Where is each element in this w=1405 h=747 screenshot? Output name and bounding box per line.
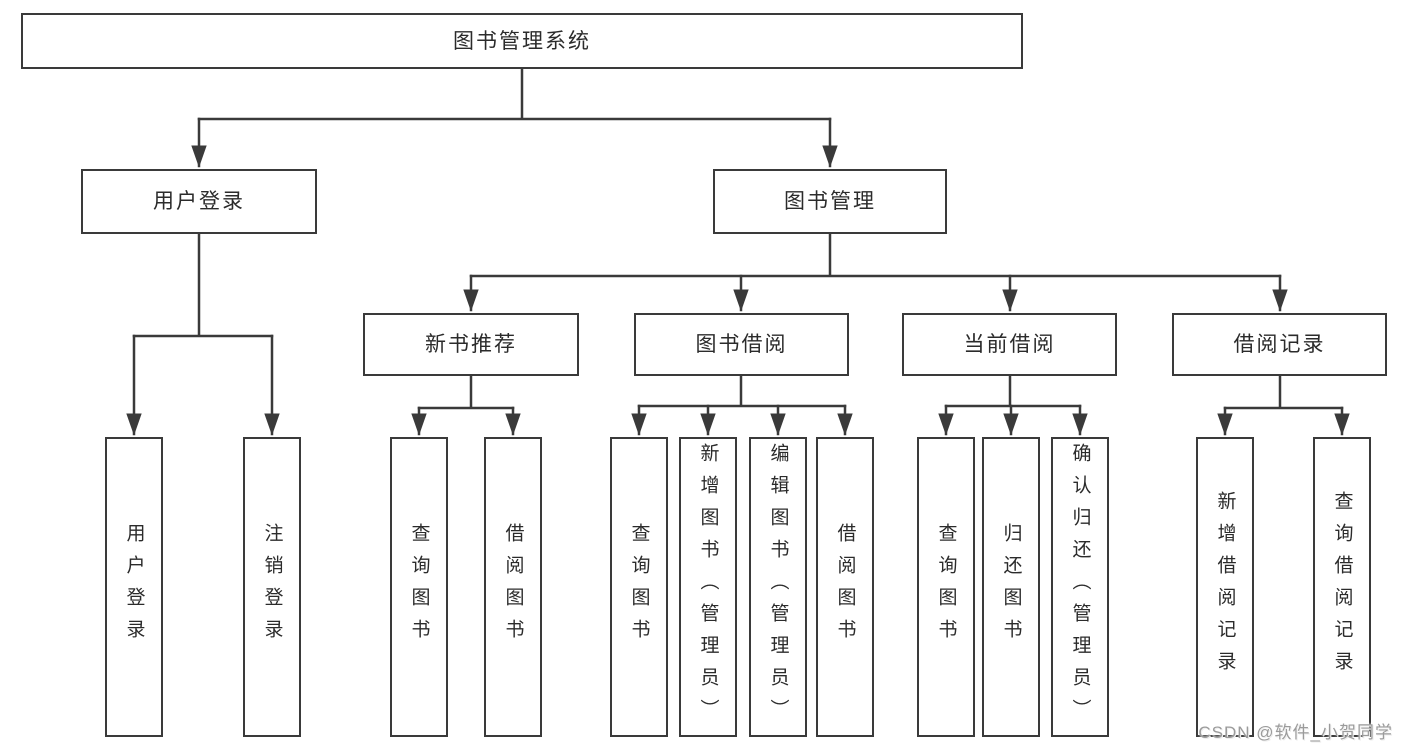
leaf-edit-books-admin-label: 编辑图书（管理员） (767, 443, 789, 731)
connector-new-books (417, 374, 515, 410)
watermark: CSDN @软件_小贺同学 (1198, 723, 1393, 742)
leaf-query-books-borrow: 查询图书 (610, 437, 668, 737)
leaf-add-borrow-record: 新增借阅记录 (1196, 437, 1254, 737)
leaf-query-borrow-record: 查询借阅记录 (1313, 437, 1371, 737)
leaf-query-books-newbooks-label: 查询图书 (408, 523, 430, 651)
node-current-borrow: 当前借阅 (902, 313, 1117, 376)
node-book-mgmt-label: 图书管理 (784, 190, 876, 213)
node-book-borrow-label: 图书借阅 (695, 333, 788, 356)
leaf-add-borrow-record-label: 新增借阅记录 (1214, 491, 1236, 683)
node-book-borrow: 图书借阅 (634, 313, 849, 376)
connector-book-borrow (637, 374, 847, 408)
leaf-borrow-books-borrow-label: 借阅图书 (834, 523, 856, 651)
leaf-query-books-current-label: 查询图书 (935, 523, 957, 651)
leaf-confirm-return-admin: 确认归还（管理员） (1051, 437, 1109, 737)
leaf-user-login-label: 用户登录 (123, 523, 145, 651)
leaf-return-books-label: 归还图书 (1000, 523, 1022, 651)
leaf-borrow-books-newbooks: 借阅图书 (484, 437, 542, 737)
leaf-query-books-newbooks: 查询图书 (390, 437, 448, 737)
leaf-user-login: 用户登录 (105, 437, 163, 737)
node-new-books: 新书推荐 (363, 313, 579, 376)
node-user-login-label: 用户登录 (153, 190, 245, 213)
node-current-borrow-label: 当前借阅 (963, 333, 1056, 356)
leaf-borrow-books-newbooks-label: 借阅图书 (502, 523, 524, 651)
leaf-add-books-admin: 新增图书（管理员） (679, 437, 737, 737)
node-user-login: 用户登录 (81, 169, 317, 234)
connector-root (197, 67, 832, 121)
node-root-label: 图书管理系统 (453, 29, 591, 53)
leaf-confirm-return-admin-label: 确认归还（管理员） (1069, 443, 1091, 731)
node-root: 图书管理系统 (21, 13, 1023, 69)
leaf-logout: 注销登录 (243, 437, 301, 737)
leaf-return-books: 归还图书 (982, 437, 1040, 737)
node-new-books-label: 新书推荐 (425, 333, 517, 356)
node-borrow-records: 借阅记录 (1172, 313, 1387, 376)
leaf-query-borrow-record-label: 查询借阅记录 (1331, 491, 1353, 683)
connector-borrow-records (1223, 374, 1344, 410)
connector-user-login (132, 232, 274, 338)
leaf-add-books-admin-label: 新增图书（管理员） (697, 443, 719, 731)
leaf-query-books-current: 查询图书 (917, 437, 975, 737)
leaf-query-books-borrow-label: 查询图书 (628, 523, 650, 651)
leaf-logout-label: 注销登录 (261, 523, 283, 651)
node-borrow-records-label: 借阅记录 (1233, 333, 1326, 356)
node-book-mgmt: 图书管理 (713, 169, 947, 234)
connector-current-borrow (944, 374, 1082, 408)
connector-book-mgmt (469, 232, 1282, 278)
leaf-borrow-books-borrow: 借阅图书 (816, 437, 874, 737)
leaf-edit-books-admin: 编辑图书（管理员） (749, 437, 807, 737)
